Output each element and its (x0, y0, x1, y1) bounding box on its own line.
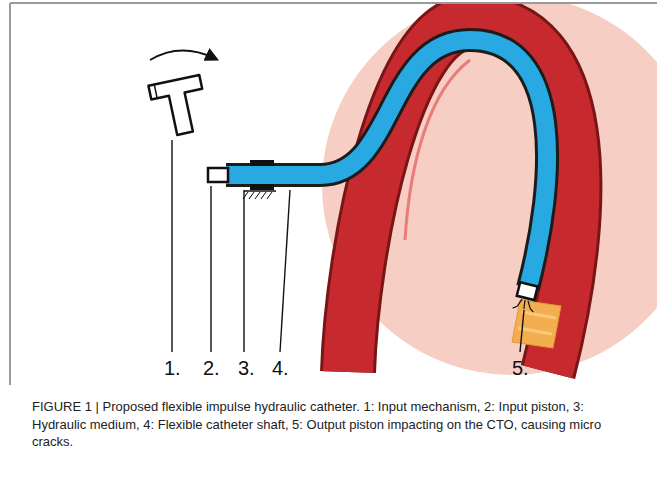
leader-lines (172, 140, 524, 352)
cto-occlusion (512, 300, 561, 348)
hammer (148, 75, 210, 139)
callout-number: 4. (272, 358, 289, 378)
callout-number: 2. (203, 358, 220, 378)
callout-number: 3. (238, 358, 255, 378)
swing-arrow (150, 50, 214, 60)
catheter-shaft (226, 40, 547, 288)
callout-number: 5. (512, 358, 529, 378)
figure-caption: FIGURE 1 | Proposed flexible impulse hyd… (32, 398, 632, 451)
frame-line (9, 3, 11, 385)
callout-number: 1. (164, 358, 181, 378)
fixture (243, 160, 276, 199)
output-piston (513, 282, 540, 313)
input-piston (208, 168, 228, 182)
magnified-region (322, 4, 657, 375)
frame-line (10, 2, 657, 4)
